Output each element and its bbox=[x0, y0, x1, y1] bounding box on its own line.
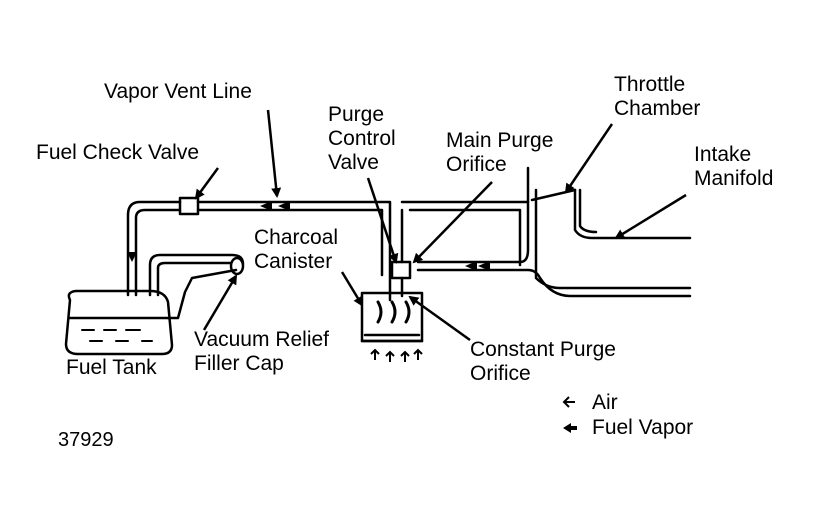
throttle-chamber-wall bbox=[534, 188, 692, 290]
vent-branch-lower bbox=[400, 208, 522, 267]
canister-bottom bbox=[360, 333, 424, 343]
vent-riser-left bbox=[126, 200, 182, 297]
legend-fuel-vapor-arrow bbox=[563, 423, 577, 433]
label-charcoal-canister-2: Canister bbox=[254, 250, 333, 273]
label-main-purge-orifice-2: Orifice bbox=[446, 153, 507, 176]
fuel-tank-outline bbox=[64, 289, 174, 356]
figure-number: 37929 bbox=[58, 429, 114, 451]
label-main-purge-orifice-1: Main Purge bbox=[446, 129, 554, 152]
fuel-tank-liquid bbox=[81, 329, 153, 342]
label-purge-control-valve-2: Control bbox=[328, 127, 396, 150]
fuel-check-valve bbox=[178, 196, 200, 216]
leader-charcoal-canister bbox=[340, 271, 364, 307]
intake-manifold-lower bbox=[578, 188, 598, 234]
legend-air-arrow bbox=[562, 396, 575, 408]
leader-constant-purge-orifice bbox=[408, 295, 471, 342]
throttle-link bbox=[530, 188, 577, 202]
legend-fuel-vapor-label: Fuel Vapor bbox=[592, 416, 694, 439]
label-throttle-chamber-2: Chamber bbox=[614, 97, 701, 120]
label-constant-purge-orifice-2: Orifice bbox=[470, 362, 531, 385]
purge-control-valve bbox=[390, 260, 412, 280]
leader-vapor-vent-line bbox=[266, 109, 282, 198]
flow-arrow-riser bbox=[127, 252, 137, 262]
leader-purge-control-valve bbox=[366, 177, 399, 264]
label-throttle-chamber-1: Throttle bbox=[614, 73, 686, 96]
air-arrow-4 bbox=[413, 348, 423, 360]
air-arrow-2 bbox=[385, 350, 395, 362]
label-intake-manifold-1: Intake bbox=[694, 143, 752, 166]
leader-main-purge-orifice bbox=[412, 181, 493, 264]
air-arrow-1 bbox=[370, 348, 380, 360]
flow-arrow-purge bbox=[465, 261, 490, 271]
leader-throttle-chamber bbox=[564, 123, 614, 194]
filler-neck-inner bbox=[156, 261, 232, 297]
label-vacuum-relief-filler-cap-2: Filler Cap bbox=[194, 352, 284, 375]
flow-arrow-vent-2 bbox=[278, 201, 290, 211]
label-vacuum-relief-filler-cap-1: Vacuum Relief bbox=[194, 328, 330, 351]
label-purge-control-valve-1: Purge bbox=[328, 103, 385, 126]
leader-vacuum-relief-filler-cap bbox=[202, 274, 238, 331]
filler-cap bbox=[229, 256, 245, 276]
label-fuel-tank: Fuel Tank bbox=[66, 356, 157, 379]
leader-intake-manifold bbox=[614, 193, 687, 240]
filler-neck-side bbox=[166, 268, 238, 320]
air-arrow-3 bbox=[400, 350, 410, 362]
label-fuel-check-valve: Fuel Check Valve bbox=[36, 141, 200, 164]
intake-manifold-upper bbox=[573, 188, 692, 240]
label-charcoal-canister-1: Charcoal bbox=[254, 226, 339, 249]
leader-fuel-check-valve bbox=[194, 167, 220, 200]
purge-line-top bbox=[416, 166, 530, 264]
label-intake-manifold-2: Manifold bbox=[694, 167, 774, 190]
legend-air-label: Air bbox=[592, 391, 618, 414]
vapor-vent-line-bottom bbox=[196, 208, 384, 277]
purge-line-bottom bbox=[416, 268, 692, 298]
vapor-vent-line-top bbox=[196, 200, 392, 302]
canister-vapor-arrows bbox=[376, 300, 411, 324]
label-purge-control-valve-3: Valve bbox=[328, 151, 379, 174]
label-vapor-vent-line: Vapor Vent Line bbox=[104, 80, 252, 103]
flow-arrow-vent-1 bbox=[260, 201, 272, 211]
vent-riser-right bbox=[134, 208, 182, 297]
label-constant-purge-orifice-1: Constant Purge bbox=[470, 338, 616, 361]
